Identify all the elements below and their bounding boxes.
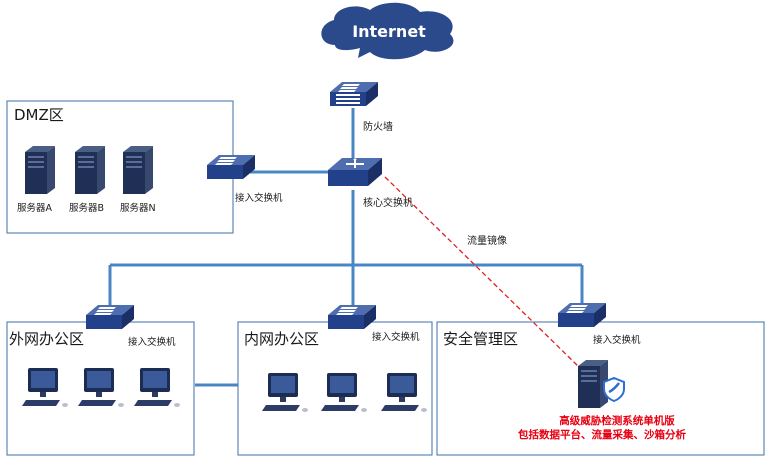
dmz-switch-icon (207, 155, 255, 179)
pc-icon (321, 373, 367, 412)
intranet-switch-label: 接入交换机 (372, 331, 420, 343)
product-label-line1: 高级威胁检测系统单机版 (559, 414, 675, 427)
firewall-icon (330, 82, 378, 106)
internet-cloud: Internet (321, 2, 454, 60)
pc-icon (381, 373, 427, 412)
server-icon (123, 146, 153, 194)
intranet-switch-icon (328, 305, 376, 329)
mirror-link (384, 176, 581, 369)
dmz-switch-label: 接入交换机 (235, 192, 283, 204)
internet-label: Internet (352, 22, 426, 41)
extranet-switch-icon (86, 305, 134, 329)
extranet-switch-label: 接入交换机 (128, 336, 176, 348)
core-switch-icon (328, 158, 382, 186)
links (108, 108, 584, 387)
server-icon (75, 146, 105, 194)
pc-icon (78, 368, 124, 407)
server-label: 服务器N (120, 202, 156, 214)
zone-title-extranet: 外网办公区 (9, 330, 84, 348)
pc-icon (262, 373, 308, 412)
product-label-line2: 包括数据平台、流量采集、沙箱分析 (518, 428, 686, 441)
zone-title-dmz: DMZ区 (14, 106, 64, 124)
server-label: 服务器B (69, 202, 104, 214)
mirror-label: 流量镜像 (467, 234, 507, 247)
server-label: 服务器A (17, 202, 53, 214)
zone-title-security: 安全管理区 (443, 330, 518, 348)
shield-icon (603, 376, 625, 403)
pc-icon (134, 368, 180, 407)
core-switch-label: 核心交换机 (363, 196, 413, 209)
pc-icon (22, 368, 68, 407)
firewall-label: 防火墙 (363, 120, 393, 133)
server-icon (25, 146, 55, 194)
zone-boxes (6, 100, 765, 456)
security-switch-icon (558, 303, 606, 327)
security-switch-label: 接入交换机 (593, 334, 641, 346)
zone-title-intranet: 内网办公区 (244, 330, 319, 348)
